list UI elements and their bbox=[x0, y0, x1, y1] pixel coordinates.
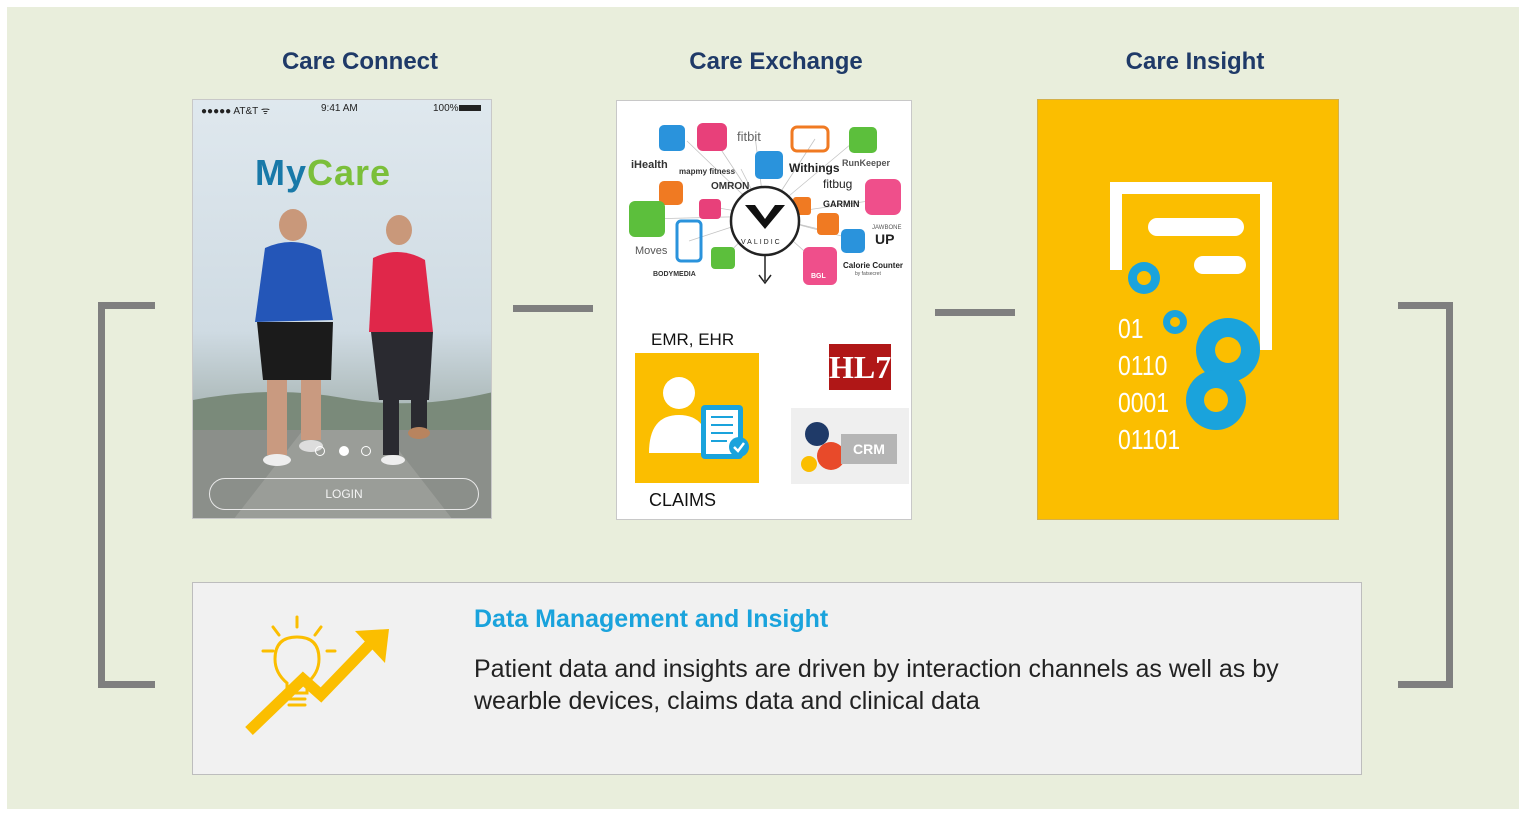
bgl-label: BGL bbox=[811, 273, 826, 280]
gear-icon bbox=[817, 442, 845, 470]
claims-label: CLAIMS bbox=[649, 490, 717, 510]
fatsecret-label: by fatsecret bbox=[855, 271, 881, 277]
device-integration-graphic bbox=[629, 123, 901, 285]
plus-app-icon bbox=[849, 127, 877, 153]
claims-graphic bbox=[635, 353, 759, 483]
calorie-counter-label: Calorie Counter bbox=[843, 261, 904, 270]
battery-icon bbox=[459, 105, 481, 111]
data-management-box: Data Management and Insight Patient data… bbox=[192, 582, 1362, 775]
battery-label: 100% bbox=[433, 103, 459, 114]
hl7-logo: HL7 bbox=[829, 344, 891, 390]
insight-document-gears-graphic bbox=[1110, 182, 1272, 430]
chart-app-icon bbox=[699, 199, 721, 219]
care-insight-panel: 01 0110 0001 01101 bbox=[1037, 99, 1339, 520]
basket-app-icon bbox=[711, 247, 735, 269]
pager-dot-active[interactable] bbox=[339, 446, 349, 456]
binary-code-text: 01 0110 0001 01101 bbox=[1118, 313, 1181, 455]
carrier-label: ●●●●● AT&T ᯤ bbox=[201, 106, 270, 117]
pager-dot[interactable] bbox=[361, 446, 371, 456]
running-couple-image bbox=[193, 100, 491, 518]
data-management-description: Patient data and insights are driven by … bbox=[474, 655, 1279, 715]
bgl-app-icon bbox=[803, 247, 837, 285]
care-exchange-title: Care Exchange bbox=[689, 48, 863, 75]
care-logo-text: Care bbox=[307, 152, 392, 193]
tablet-icon bbox=[790, 125, 830, 153]
login-button[interactable]: LOGIN bbox=[209, 478, 479, 510]
pager-dot[interactable] bbox=[315, 446, 325, 456]
trophy-app-icon bbox=[817, 213, 839, 235]
heart-app-icon bbox=[697, 123, 727, 151]
ihealth-label: iHealth bbox=[631, 159, 668, 171]
app-icon-blue bbox=[659, 125, 685, 151]
omron-label: OMRON bbox=[711, 181, 750, 192]
connector-exchange-insight bbox=[935, 309, 1015, 316]
pager-dots bbox=[315, 446, 375, 456]
mycare-logo: MyCare bbox=[255, 152, 392, 193]
fitbug-label: fitbug bbox=[823, 177, 853, 191]
scale-icon bbox=[865, 179, 901, 215]
phone-icon bbox=[675, 219, 703, 263]
runner-app-icon bbox=[755, 151, 783, 179]
care-insight-title: Care Insight bbox=[1125, 48, 1265, 75]
bodymedia-label: BODYMEDIA bbox=[653, 271, 696, 278]
crm-graphic: CRM bbox=[791, 408, 909, 484]
runkeeper-label: RunKeeper bbox=[842, 158, 891, 168]
validic-label: VALIDIC bbox=[741, 239, 782, 246]
phone-status-bar: ●●●●● AT&T ᯤ 9:41 AM 100% bbox=[193, 100, 491, 117]
app-icon-orange bbox=[659, 181, 683, 205]
care-exchange-panel: fitbit iHealth mapmy fitness Withings Ru… bbox=[616, 100, 912, 520]
left-bracket bbox=[98, 302, 155, 688]
person-document-icon bbox=[649, 377, 749, 459]
up-label: UP bbox=[875, 231, 895, 247]
right-bracket bbox=[1398, 302, 1453, 688]
moves-label: Moves bbox=[635, 245, 668, 257]
bike-app-icon bbox=[841, 229, 865, 253]
time-label: 9:41 AM bbox=[321, 103, 358, 114]
emr-ehr-label: EMR, EHR bbox=[651, 330, 735, 349]
crm-badge: CRM bbox=[841, 434, 897, 464]
care-connect-title: Care Connect bbox=[281, 48, 439, 75]
connector-connect-exchange bbox=[513, 305, 593, 312]
mapmyfitness-label: mapmy fitness bbox=[679, 167, 736, 176]
food-app-icon bbox=[629, 201, 665, 237]
gear-icon bbox=[801, 456, 817, 472]
garmin-label: GARMIN bbox=[823, 199, 860, 209]
data-management-title: Data Management and Insight bbox=[474, 605, 829, 633]
lightbulb-growth-icon bbox=[245, 615, 389, 735]
care-connect-phone-panel: ●●●●● AT&T ᯤ 9:41 AM 100% MyCare LOGIN bbox=[192, 99, 492, 519]
withings-label: Withings bbox=[789, 161, 840, 175]
fitbit-label: fitbit bbox=[737, 129, 761, 144]
jawbone-label: JAWBONE bbox=[872, 225, 902, 231]
